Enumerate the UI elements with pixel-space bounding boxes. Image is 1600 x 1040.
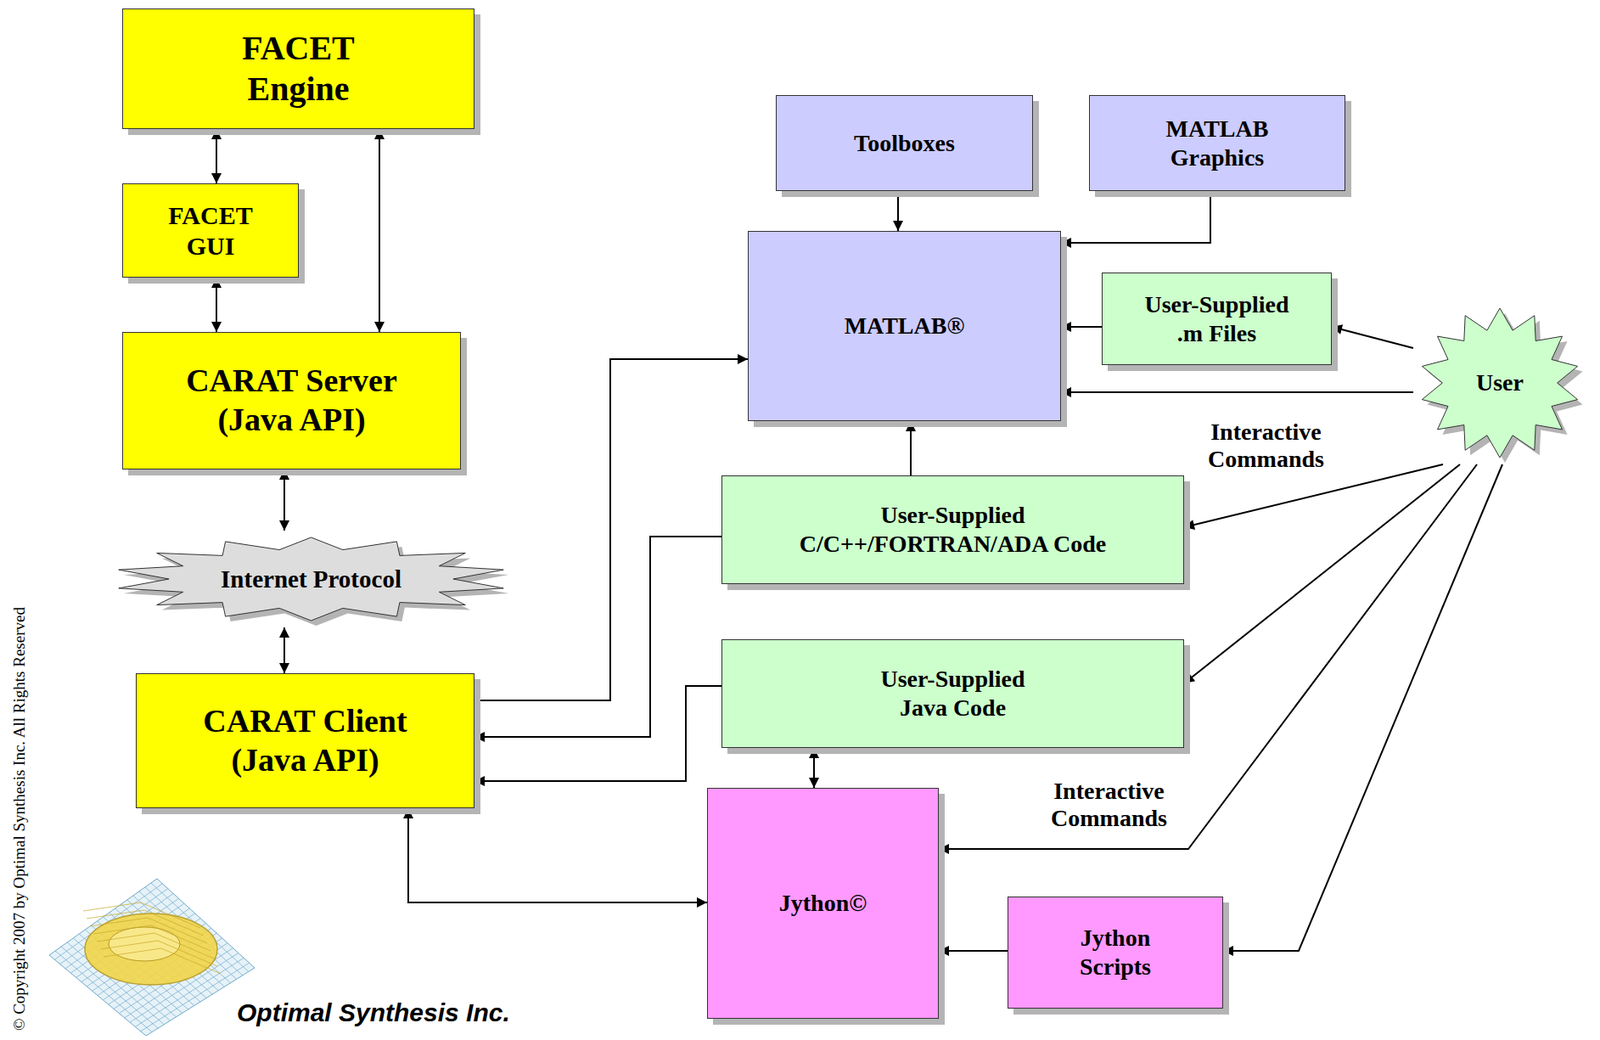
node-text: User-Supplied Java Code (868, 664, 1039, 722)
connector-arrow (283, 469, 286, 531)
toolbox-box: Toolboxes (775, 95, 1033, 191)
connector-arrow (909, 421, 912, 476)
connector-arrow (474, 359, 748, 701)
connector-arrow (1061, 190, 1211, 243)
node-text: FACET GUI (155, 200, 266, 262)
server-box: CARAT Server (Java API) (122, 331, 461, 470)
node-text: User-Supplied C/C++/FORTRAN/ADA Code (753, 500, 1153, 558)
logo-mesh (49, 878, 255, 1036)
connector-arrow (215, 129, 218, 184)
connector-arrow (1061, 325, 1102, 328)
node-text: User-Supplied .m Files (1134, 290, 1300, 348)
code-box: User-Supplied C/C++/FORTRAN/ADA Code (721, 475, 1185, 584)
graphics-box: MATLAB Graphics (1089, 95, 1346, 191)
node-text: MATLAB Graphics (1140, 114, 1294, 172)
node-text: CARAT Server (Java API) (164, 361, 420, 439)
engine-box: FACET Engine (122, 8, 475, 130)
gui-box: FACET GUI (122, 183, 299, 278)
node-text: CARAT Client (Java API) (178, 701, 433, 780)
connector-arrow (378, 129, 381, 332)
connector-arrow (474, 536, 722, 737)
node-text: User (1476, 368, 1524, 398)
connector-arrow (408, 808, 708, 903)
edge-label: Interactive Commands (1031, 776, 1187, 833)
node-text: Jython© (779, 888, 867, 918)
node-text: Toolboxes (853, 129, 955, 158)
mfiles-box: User-Supplied .m Files (1101, 272, 1332, 365)
client-box: CARAT Client (Java API) (135, 673, 475, 809)
jython-box: Jython© (707, 787, 939, 1019)
node-text: Jython Scripts (1060, 923, 1171, 981)
protocol-starburst: Internet Protocol (106, 530, 516, 628)
starburst-shape (118, 537, 504, 621)
node-text: MATLAB® (844, 311, 966, 341)
node-text: FACET Engine (213, 28, 384, 110)
copyright-note: © Copyright 2007 by Optimal Synthesis In… (10, 606, 29, 1031)
edge-label: Interactive Commands (1188, 417, 1344, 474)
matlab-box: MATLAB® (747, 230, 1062, 422)
connector-arrow (938, 949, 1008, 952)
connector-arrow (283, 627, 286, 674)
company-name: Optimal Synthesis Inc. (236, 998, 511, 1028)
connector-arrow (1331, 326, 1414, 349)
connector-arrow (1061, 391, 1414, 393)
connector-arrow (813, 747, 815, 788)
connector-arrow (1223, 464, 1503, 951)
code-box: User-Supplied Java Code (721, 639, 1185, 748)
script-box: Jython Scripts (1007, 896, 1224, 1009)
user-starburst: User (1413, 301, 1587, 465)
starburst-shape (1421, 308, 1578, 458)
node-text: Internet Protocol (220, 564, 402, 595)
connector-arrow (215, 277, 218, 332)
connector-arrow (897, 190, 899, 231)
connector-arrow (1184, 464, 1460, 684)
